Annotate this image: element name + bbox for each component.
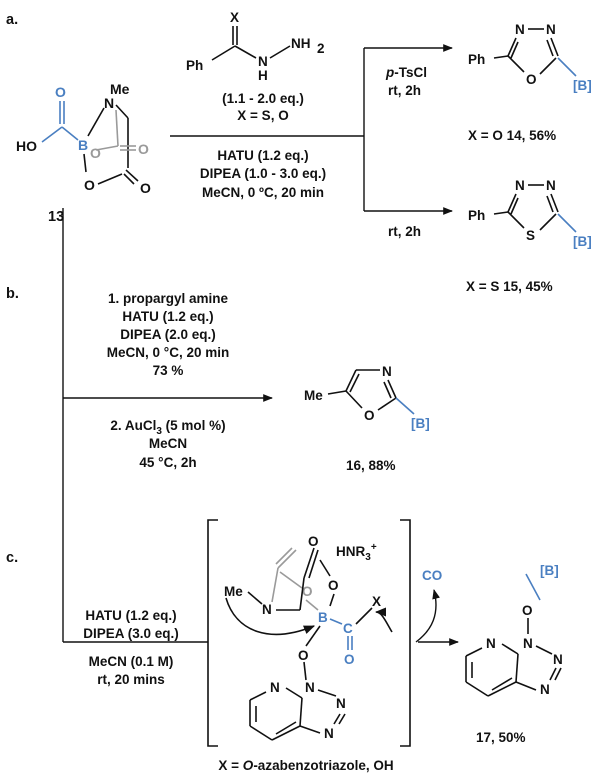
b-above-line-4: MeCN, 0 °C, 20 min (107, 345, 229, 360)
p14-n2: N (546, 22, 556, 37)
p15-n2: N (546, 178, 556, 193)
p15-s: S (526, 228, 535, 243)
int-o3: O (328, 578, 339, 593)
int-tz-n1: N (305, 680, 315, 695)
int-c: C (343, 621, 353, 636)
atom-o-ring: O (84, 177, 95, 193)
product-17: [B] O N N N N (465, 563, 563, 697)
b-below-line-2: MeCN (149, 436, 187, 451)
product-16-oxazole: Me N O [B] (304, 364, 430, 431)
p15-b: [B] (573, 234, 592, 249)
b-above-line-1: 1. propargyl amine (108, 291, 229, 306)
atom-me: Me (110, 81, 130, 97)
hydrazide-reagent: X Ph N H NH 2 (186, 10, 325, 83)
b-below-line-1: 2. AuCl3 (5 mol %) (110, 418, 225, 437)
a-below-line-3: MeCN, 0 ºC, 20 min (202, 185, 324, 200)
b-below-line-3: 45 °C, 2h (139, 455, 196, 470)
int-py-n: N (270, 680, 280, 695)
p14-n1: N (515, 22, 525, 37)
product-14-oxadiazole: Ph N N O [B] (468, 22, 592, 93)
compound-number-13: 13 (48, 209, 64, 225)
product-15-label: X = S 15, 45% (466, 279, 553, 294)
int-me: Me (224, 584, 243, 599)
product-15-thiadiazole: Ph N N S [B] (468, 178, 592, 249)
int-n: N (262, 602, 272, 617)
int-o1: O (302, 584, 313, 599)
a-below-line-1: HATU (1.2 eq.) (217, 148, 308, 163)
c-above-line-2: DIPEA (3.0 eq.) (83, 626, 179, 641)
atom-o-ring2: O (140, 180, 151, 196)
p17-py-n: N (486, 636, 496, 651)
reagent-nh2-sub: 2 (317, 41, 325, 56)
product-16-label: 16, 88% (346, 458, 396, 473)
int-tz-n2: N (336, 696, 346, 711)
product-14-label: X = O 14, 56% (468, 128, 556, 143)
p16-o: O (364, 408, 375, 423)
p16-me: Me (304, 388, 323, 403)
atom-ho: HO (16, 138, 37, 154)
p14-ph: Ph (468, 52, 485, 67)
int-o2: O (308, 534, 319, 549)
product-17-label: 17, 50% (476, 730, 526, 745)
a-lower-condition: rt, 2h (388, 224, 421, 239)
a-below-line-2: DIPEA (1.0 - 3.0 eq.) (200, 166, 326, 181)
atom-o-gray: O (90, 145, 101, 161)
b-above-line-5: 73 % (153, 363, 184, 378)
p14-o: O (526, 72, 537, 87)
p17-o: O (522, 603, 533, 618)
bracket-right (400, 519, 411, 747)
a-above-line-1: (1.1 - 2.0 eq.) (222, 91, 304, 106)
reagent-n: N (258, 54, 268, 69)
p17-n2: N (553, 652, 563, 667)
b-above-line-2: HATU (1.2 eq.) (122, 309, 213, 324)
c-footnote: X = O-azabenzotriazole, OH (218, 758, 393, 773)
p15-ph: Ph (468, 208, 485, 223)
atom-n: N (104, 95, 114, 111)
int-x: X (372, 594, 381, 609)
p17-n1: N (523, 636, 533, 651)
p16-n: N (382, 364, 392, 379)
c-below-line-1: MeCN (0.1 M) (89, 654, 174, 669)
p17-n3: N (540, 682, 550, 697)
int-o4: O (344, 652, 355, 667)
section-label-b: b. (6, 286, 19, 302)
a-above-line-2: X = S, O (237, 108, 288, 123)
atom-o-gray2: O (138, 141, 149, 157)
intermediate-complex: HNR3+ Me N O O O B C O X O N N (224, 534, 393, 741)
co-release-arrow (415, 589, 440, 643)
a-upper-condition-1: p-TsCl (385, 65, 427, 80)
p17-b: [B] (540, 563, 559, 578)
c-above-line-1: HATU (1.2 eq.) (85, 608, 176, 623)
byproduct-co: CO (422, 568, 442, 583)
p16-b: [B] (411, 416, 430, 431)
p15-n1: N (515, 178, 525, 193)
atom-o-carbonyl: O (55, 84, 66, 100)
section-label-c: c. (6, 550, 18, 566)
int-hnr: HNR3+ (336, 542, 377, 563)
int-o5: O (298, 648, 309, 663)
int-tz-n3: N (324, 726, 334, 741)
atom-b: B (78, 137, 88, 153)
bracket-left (207, 519, 218, 747)
c-below-line-2: rt, 20 mins (97, 672, 165, 687)
p14-b: [B] (573, 78, 592, 93)
reagent-nh2: NH (291, 36, 311, 51)
int-b: B (318, 610, 328, 625)
b-above-line-3: DIPEA (2.0 eq.) (120, 327, 216, 342)
compound-13: O HO B N Me O O O O 13 (16, 81, 151, 225)
a-upper-condition-2: rt, 2h (388, 83, 421, 98)
reagent-ph: Ph (186, 58, 203, 73)
reagent-h: H (258, 68, 268, 83)
section-label-a: a. (6, 12, 18, 28)
reagent-x: X (230, 10, 239, 25)
